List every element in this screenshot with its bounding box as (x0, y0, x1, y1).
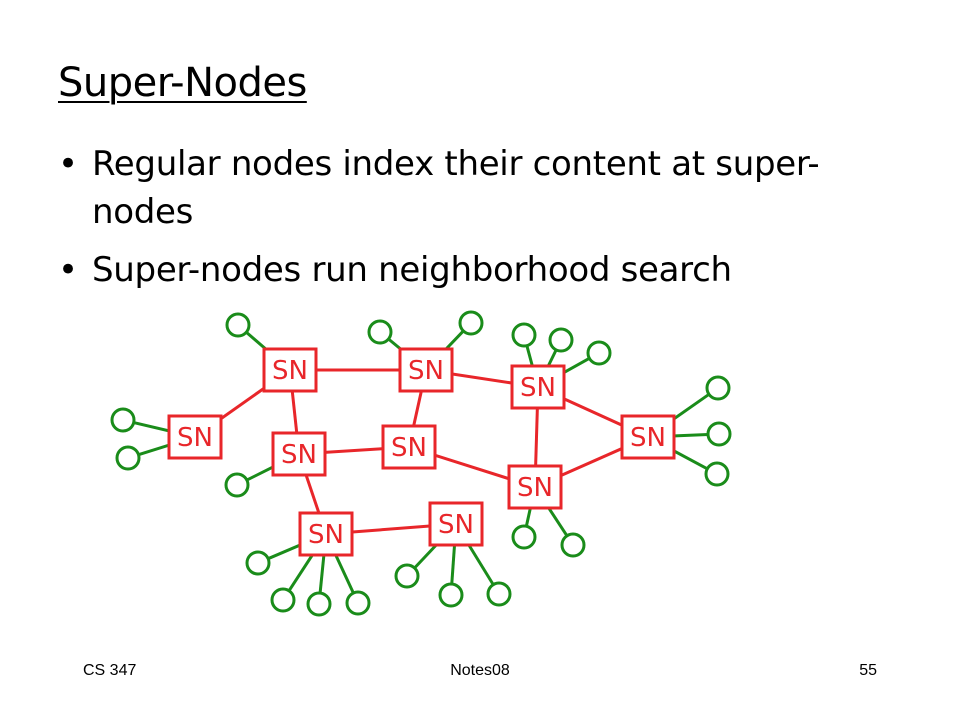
regular-node (245, 550, 271, 576)
regular-node (394, 563, 420, 589)
super-node-box (298, 511, 354, 557)
regular-node (511, 322, 537, 348)
bullet-dot: • (58, 250, 78, 290)
regular-node (548, 327, 574, 353)
bullet-text: Regular nodes index their content at sup… (92, 144, 820, 232)
regular-node (560, 532, 586, 558)
super-node-label: SN (517, 473, 553, 503)
super-node-label: SN (281, 440, 317, 470)
bullet-text: Super-nodes run neighborhood search (92, 250, 732, 290)
super-node: SN (428, 501, 484, 547)
super-node-box (507, 464, 563, 510)
footer-notes: Notes08 (450, 662, 510, 679)
regular-node (438, 582, 464, 608)
super-node: SN (167, 414, 223, 460)
regular-node (306, 591, 332, 617)
super-node-label: SN (630, 423, 666, 453)
super-node-box (398, 347, 454, 393)
super-node: SN (510, 364, 566, 410)
regular-node (486, 581, 512, 607)
regular-node (586, 340, 612, 366)
super-node-label: SN (272, 356, 308, 386)
super-node-box (167, 414, 223, 460)
regular-node (110, 407, 136, 433)
regular-node (704, 461, 730, 487)
regular-node (115, 445, 141, 471)
super-node-box (262, 347, 318, 393)
regular-node (225, 312, 251, 338)
super-node-box (381, 424, 437, 470)
super-node: SN (271, 431, 327, 477)
super-node: SN (298, 511, 354, 557)
super-node-box (620, 414, 676, 460)
footer-course: CS 347 (83, 662, 137, 679)
bullet-dot: • (58, 144, 78, 184)
regular-node (345, 590, 371, 616)
super-node-label: SN (408, 356, 444, 386)
super-node: SN (620, 414, 676, 460)
super-node: SN (381, 424, 437, 470)
regular-node (511, 524, 537, 550)
bullet-item: • Regular nodes index their content at s… (58, 140, 918, 236)
super-node: SN (398, 347, 454, 393)
regular-node (706, 421, 732, 447)
super-node-box (510, 364, 566, 410)
super-node-label: SN (308, 520, 344, 550)
regular-node (705, 375, 731, 401)
super-node-label: SN (520, 373, 556, 403)
bullet-list: • Regular nodes index their content at s… (58, 140, 918, 304)
super-node-label: SN (391, 433, 427, 463)
super-node-label: SN (177, 423, 213, 453)
super-node-box (271, 431, 327, 477)
bullet-item: • Super-nodes run neighborhood search (58, 246, 918, 294)
super-node-label: SN (438, 510, 474, 540)
regular-node (270, 587, 296, 613)
slide-title: Super-Nodes (58, 60, 307, 106)
super-node: SN (262, 347, 318, 393)
super-node: SN (507, 464, 563, 510)
super-node-box (428, 501, 484, 547)
regular-node (367, 319, 393, 345)
footer-page-number: 55 (859, 662, 877, 679)
regular-node (224, 472, 250, 498)
regular-node (458, 310, 484, 336)
